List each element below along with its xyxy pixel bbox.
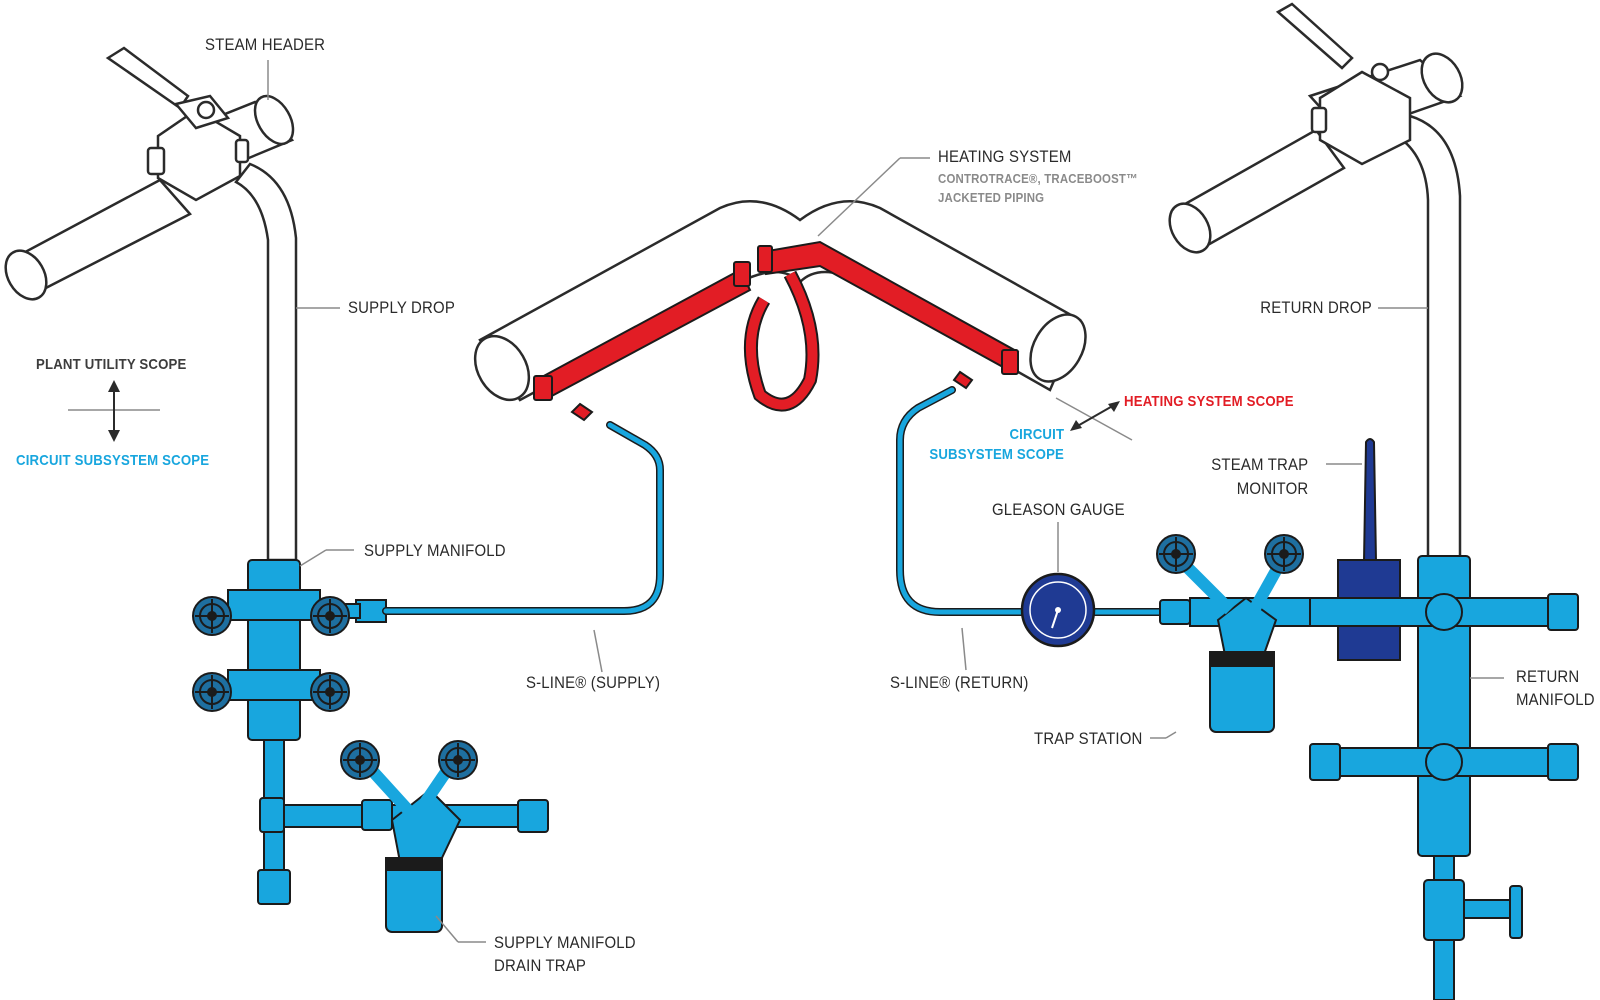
steam-header-right: [1168, 2, 1464, 562]
label-trap-station: TRAP STATION: [1034, 729, 1143, 748]
label-circuit-subsystem-scope-left: CIRCUIT SUBSYSTEM SCOPE: [16, 452, 210, 469]
label-heating-system-scope: HEATING SYSTEM SCOPE: [1124, 393, 1294, 410]
label-supply-manifold-drain-trap-2: DRAIN TRAP: [494, 956, 587, 975]
scope-arrow-left: [108, 380, 120, 442]
label-supply-manifold: SUPPLY MANIFOLD: [364, 541, 506, 560]
gleason-gauge: [1020, 572, 1096, 648]
scope-arrowhead-up: [1108, 401, 1120, 412]
label-supply-manifold-drain-trap-1: SUPPLY MANIFOLD: [494, 933, 636, 952]
label-plant-utility-scope: PLANT UTILITY SCOPE: [36, 356, 187, 373]
supply-manifold: [192, 559, 387, 741]
label-supply-drop: SUPPLY DROP: [348, 298, 455, 317]
label-circuit-subsystem-scope-center-2: SUBSYSTEM SCOPE: [929, 446, 1064, 463]
label-steam-trap-monitor-1: STEAM TRAP: [1210, 455, 1308, 474]
label-return-manifold-2: MANIFOLD: [1516, 690, 1595, 709]
label-s-line-return: S-LINE® (RETURN): [890, 673, 1029, 692]
label-return-manifold-1: RETURN: [1516, 667, 1580, 686]
scope-arrow-center: [1073, 403, 1117, 429]
return-manifold: [1309, 555, 1579, 1000]
label-gleason-gauge: GLEASON GAUGE: [992, 500, 1125, 519]
supply-manifold-drain-trap: [257, 739, 549, 933]
process-pipe-elbow: [473, 200, 1087, 402]
heating-jacket: [533, 240, 1020, 422]
label-steam-trap-monitor-2: MONITOR: [1236, 479, 1308, 498]
steam-header-left: [4, 46, 298, 562]
label-heating-system: HEATING SYSTEM: [938, 147, 1072, 166]
s-line-return: [896, 386, 1172, 616]
label-return-drop: RETURN DROP: [1260, 298, 1372, 317]
label-s-line-supply: S-LINE® (SUPPLY): [526, 673, 661, 692]
scope-arrowhead-down: [1070, 420, 1082, 431]
heating-jumper-loop: [743, 270, 820, 412]
label-heating-system-sub2: JACKETED PIPING: [938, 190, 1045, 205]
label-circuit-subsystem-scope-center-1: CIRCUIT: [1009, 426, 1064, 443]
label-heating-system-sub1: CONTROTRACE®, TRACEBOOST™: [938, 171, 1138, 186]
scope-divider-center: [1055, 397, 1133, 441]
trap-station: [1156, 534, 1331, 733]
s-line-supply: [382, 421, 664, 615]
label-steam-header: STEAM HEADER: [205, 35, 326, 54]
